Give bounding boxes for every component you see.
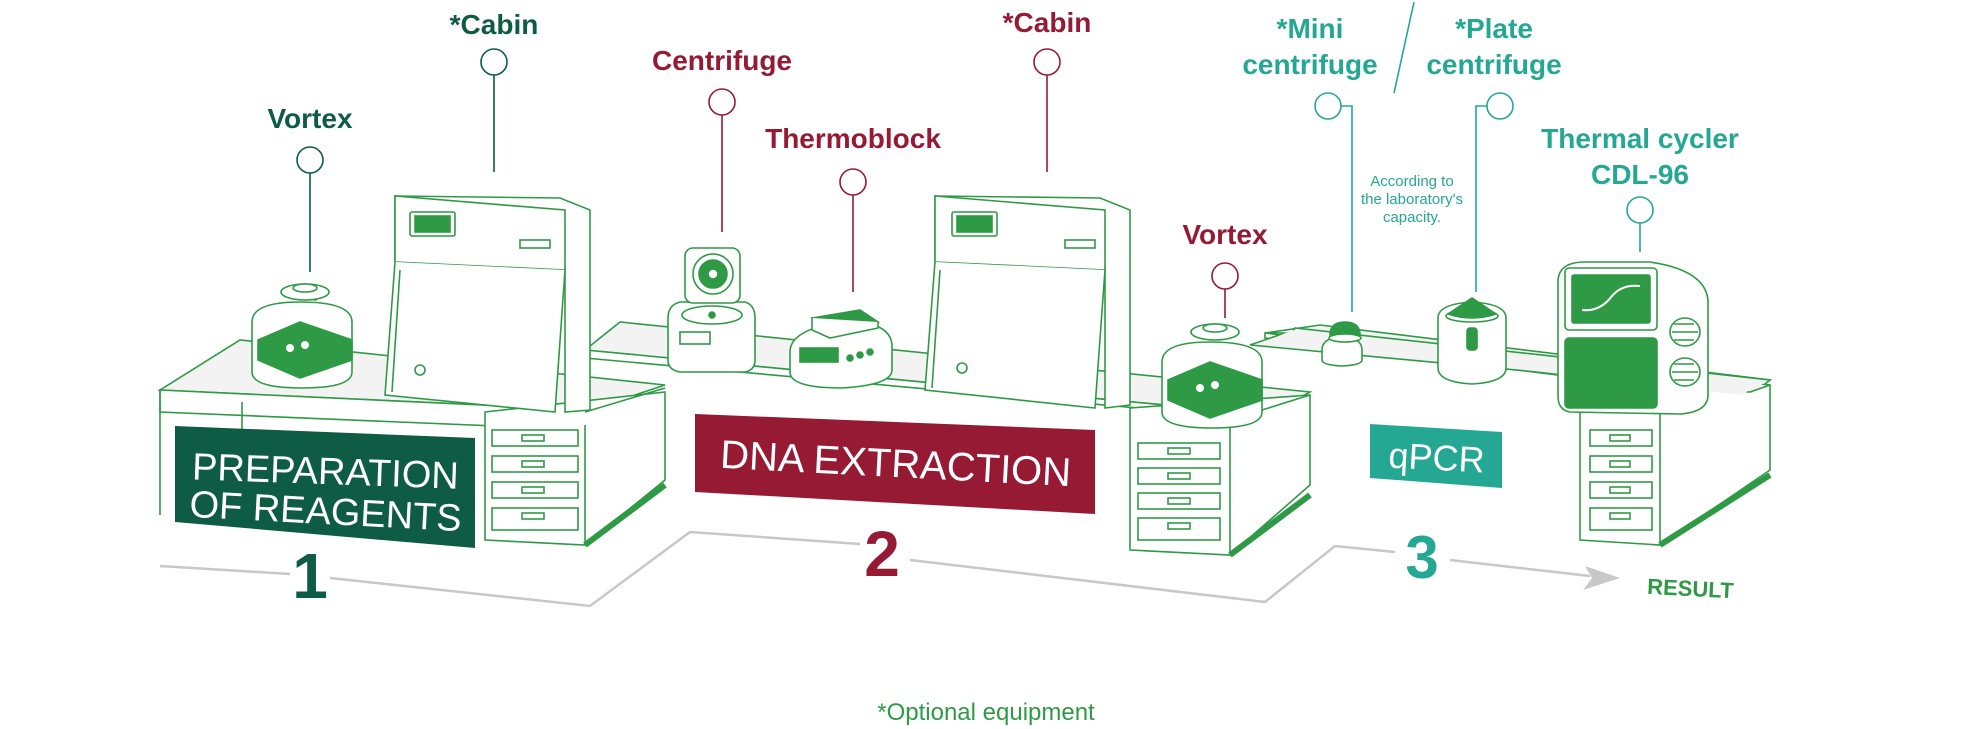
stage1-cabin-label: *Cabin [450, 9, 539, 40]
plate-centrifuge-icon [1437, 297, 1507, 385]
stage3-title: qPCR [1388, 435, 1486, 481]
stage2-vortex-label: Vortex [1182, 219, 1267, 250]
stage2-centrifuge-label: Centrifuge [652, 45, 792, 76]
cabin-icon-stage2 [924, 195, 1131, 409]
thermal-cycler-icon [1557, 261, 1709, 415]
callout-lines [296, 1, 1654, 318]
stage3-number: 3 [1405, 524, 1438, 591]
result-arrow-icon [1583, 566, 1620, 590]
stage3-mini-centrifuge-label-2: centrifuge [1242, 49, 1377, 80]
stage2-thermoblock-label: Thermoblock [765, 123, 941, 154]
capacity-note-line1: According to [1370, 173, 1453, 190]
stage3-thermal-cycler-label-2: CDL-96 [1591, 159, 1689, 190]
optional-equipment-footnote: *Optional equipment [877, 699, 1095, 726]
cabin-icon-stage1 [384, 195, 591, 413]
vortex-icon [251, 283, 353, 389]
stage2-number: 2 [864, 518, 900, 590]
vortex-icon-stage2 [1161, 323, 1263, 429]
stage2-cabin-label: *Cabin [1003, 7, 1092, 38]
stage1-title-line1: PREPARATION [191, 446, 459, 497]
stage3-plate-centrifuge-label-1: *Plate [1455, 13, 1533, 44]
result-label: RESULT [1647, 574, 1735, 604]
stage2-title-plate [695, 414, 1095, 514]
capacity-note-line2: the laboratory's [1361, 191, 1463, 208]
thermoblock-icon [789, 309, 893, 389]
stage3-mini-centrifuge-label-1: *Mini [1277, 13, 1344, 44]
stage3-plate-centrifuge-label-2: centrifuge [1426, 49, 1561, 80]
mini-centrifuge-icon [1321, 321, 1363, 367]
stage1-title-plate [175, 426, 475, 548]
centrifuge-icon [667, 247, 756, 373]
stage1-vortex-label: Vortex [267, 103, 352, 134]
flow-path [159, 530, 1591, 608]
capacity-note-line3: capacity. [1383, 209, 1441, 226]
stage1-number: 1 [292, 540, 328, 612]
stage3-thermal-cycler-label-1: Thermal cycler [1541, 123, 1739, 154]
stage3-title-plate [1370, 424, 1502, 488]
